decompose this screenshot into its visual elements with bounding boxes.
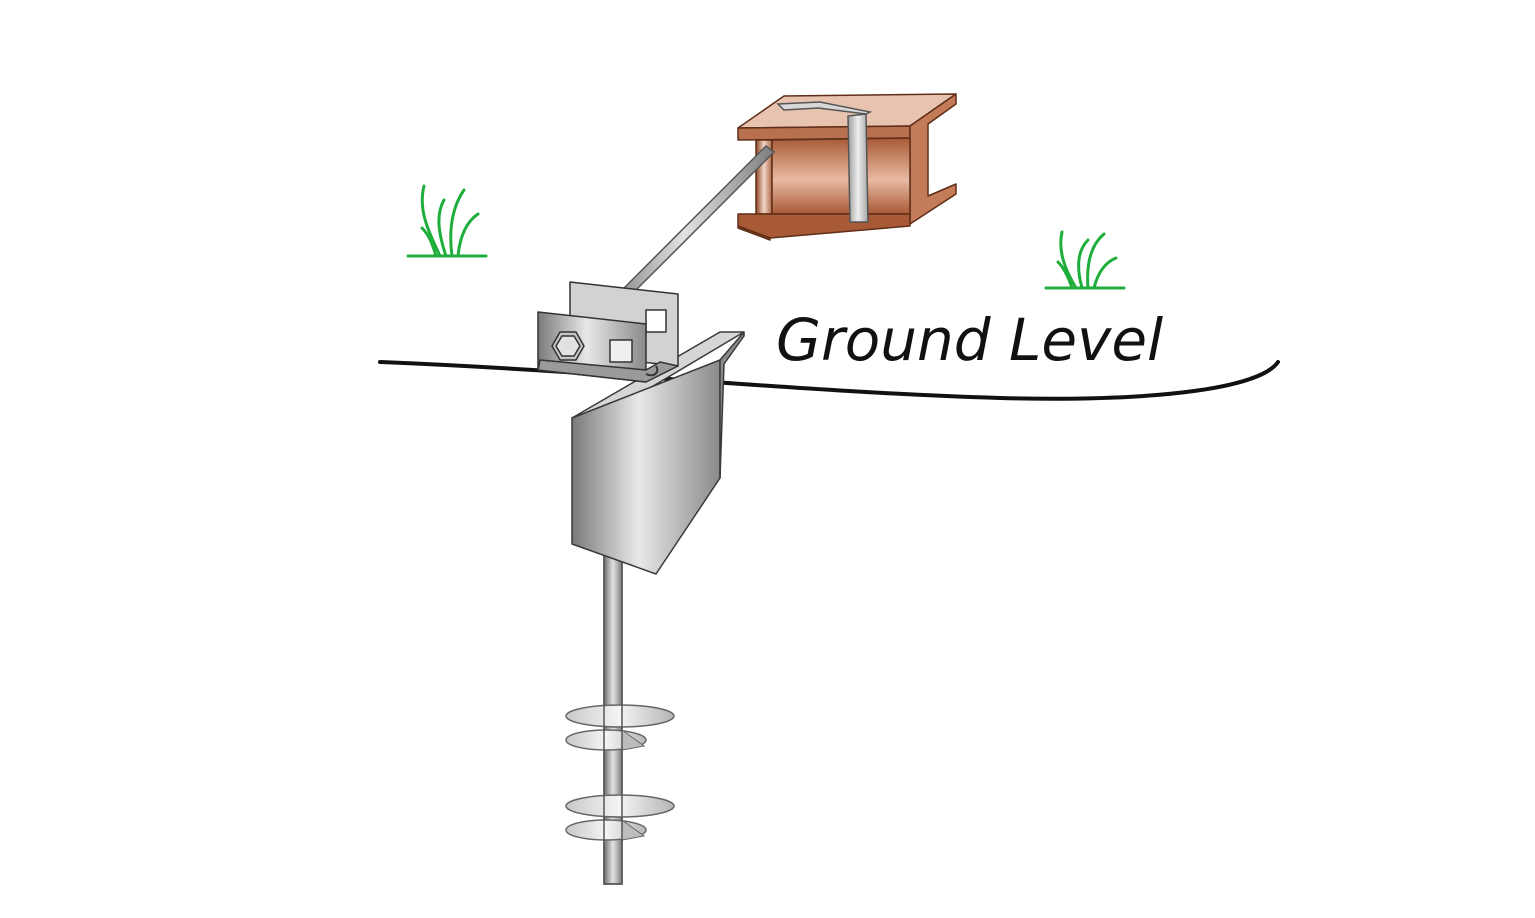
ground-level-label: Ground Level [776,306,1163,374]
anchor-bracket-icon [537,281,679,383]
steel-i-beam-icon [737,93,957,241]
grass-tuft-icon [406,184,488,258]
helical-anchor-icon [565,539,675,885]
beam-strap [776,101,873,223]
grass-tuft-icon [1044,230,1126,290]
